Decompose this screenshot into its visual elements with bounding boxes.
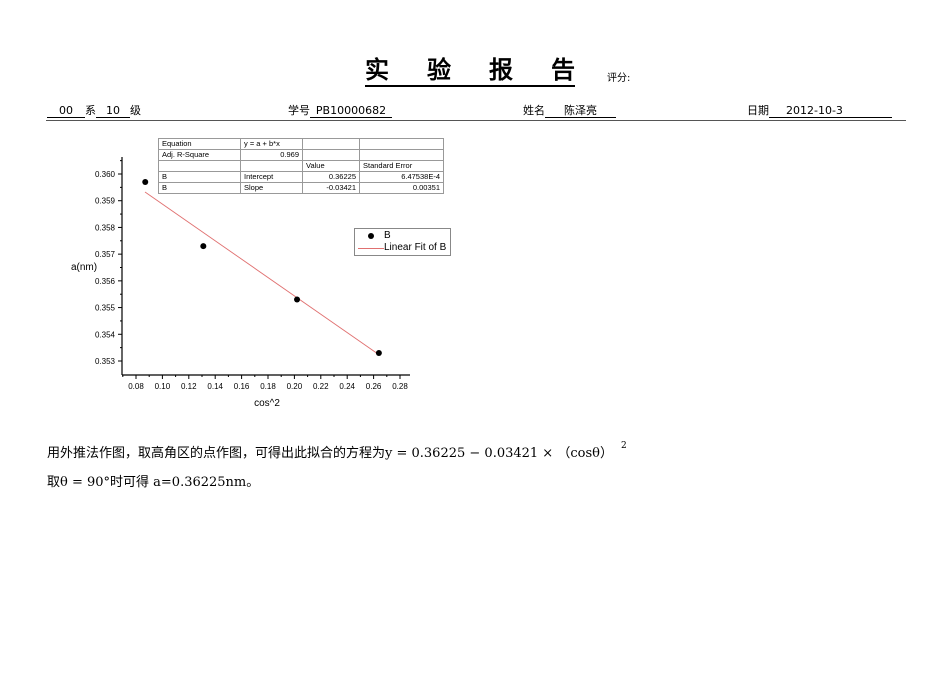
svg-text:0.18: 0.18 bbox=[260, 382, 276, 391]
svg-text:0.12: 0.12 bbox=[181, 382, 197, 391]
svg-text:0.358: 0.358 bbox=[95, 223, 116, 232]
name-field: 姓名陈泽亮 bbox=[523, 102, 616, 118]
fit-line-icon bbox=[358, 247, 384, 249]
data-point bbox=[375, 349, 382, 356]
fit-results-table: Equation y = a + b*x Adj. R-Square 0.969… bbox=[158, 138, 444, 194]
name-label: 姓名 bbox=[523, 104, 545, 117]
table-row: Equation y = a + b*x bbox=[158, 138, 444, 150]
svg-text:0.16: 0.16 bbox=[234, 382, 250, 391]
department-value: 00 bbox=[47, 104, 85, 118]
svg-text:0.355: 0.355 bbox=[95, 304, 116, 313]
svg-text:0.357: 0.357 bbox=[95, 250, 116, 259]
svg-text:0.24: 0.24 bbox=[339, 382, 355, 391]
svg-text:0.14: 0.14 bbox=[207, 382, 223, 391]
chart-legend: B Linear Fit of B bbox=[354, 228, 452, 256]
y-axis-label: a(nm) bbox=[71, 262, 97, 273]
report-title: 实验报告 bbox=[365, 56, 575, 87]
title-char: 告 bbox=[551, 56, 575, 84]
date-value: 2012-10-3 bbox=[769, 104, 892, 118]
title-char: 实 bbox=[365, 56, 389, 84]
x-axis-label: cos^2 bbox=[254, 398, 280, 409]
table-row: Value Standard Error bbox=[158, 160, 444, 172]
data-point bbox=[200, 243, 207, 250]
svg-text:0.08: 0.08 bbox=[128, 382, 144, 391]
date-label: 日期 bbox=[747, 104, 769, 117]
title-char: 验 bbox=[427, 56, 451, 84]
conclusion-line-2: 取θ = 90°时可得 a=0.36225nm。 bbox=[47, 475, 260, 490]
score-label: 评分: bbox=[607, 73, 631, 84]
data-point bbox=[294, 296, 301, 303]
svg-text:0.10: 0.10 bbox=[155, 382, 171, 391]
name-value: 陈泽亮 bbox=[545, 104, 616, 118]
svg-text:0.359: 0.359 bbox=[95, 197, 116, 206]
scatter-dot-icon bbox=[368, 233, 374, 239]
header-divider bbox=[46, 120, 906, 121]
title-char: 报 bbox=[489, 56, 513, 84]
svg-text:0.22: 0.22 bbox=[313, 382, 329, 391]
data-point bbox=[142, 179, 149, 186]
table-row: B Slope -0.03421 0.00351 bbox=[158, 182, 444, 194]
grade-value: 10 bbox=[96, 104, 130, 118]
legend-item-series: B bbox=[358, 230, 446, 242]
table-row: Adj. R-Square 0.969 bbox=[158, 149, 444, 161]
student-id-label: 学号 bbox=[288, 104, 310, 117]
svg-text:0.354: 0.354 bbox=[95, 330, 116, 339]
svg-text:0.356: 0.356 bbox=[95, 277, 116, 286]
chart-axes: 0.353 0.354 0.355 0.356 0.357 0.358 0.359 0.360… bbox=[95, 157, 410, 391]
svg-text:0.28: 0.28 bbox=[392, 382, 408, 391]
svg-text:0.20: 0.20 bbox=[287, 382, 303, 391]
student-id-value: PB10000682 bbox=[310, 104, 392, 118]
fit-line bbox=[144, 191, 379, 355]
svg-text:0.353: 0.353 bbox=[95, 357, 116, 366]
conclusion-line-1: 用外推法作图，取高角区的点作图，可得出此拟合的方程为y = 0.36225 − … bbox=[47, 440, 627, 461]
legend-item-fit: Linear Fit of B bbox=[358, 242, 446, 254]
svg-text:0.26: 0.26 bbox=[366, 382, 382, 391]
table-row: B Intercept 0.36225 6.47538E-4 bbox=[158, 171, 444, 183]
svg-text:0.360: 0.360 bbox=[95, 170, 116, 179]
grade-label: 级 bbox=[130, 104, 141, 117]
department-label: 系 bbox=[85, 104, 96, 117]
data-points bbox=[142, 179, 382, 356]
